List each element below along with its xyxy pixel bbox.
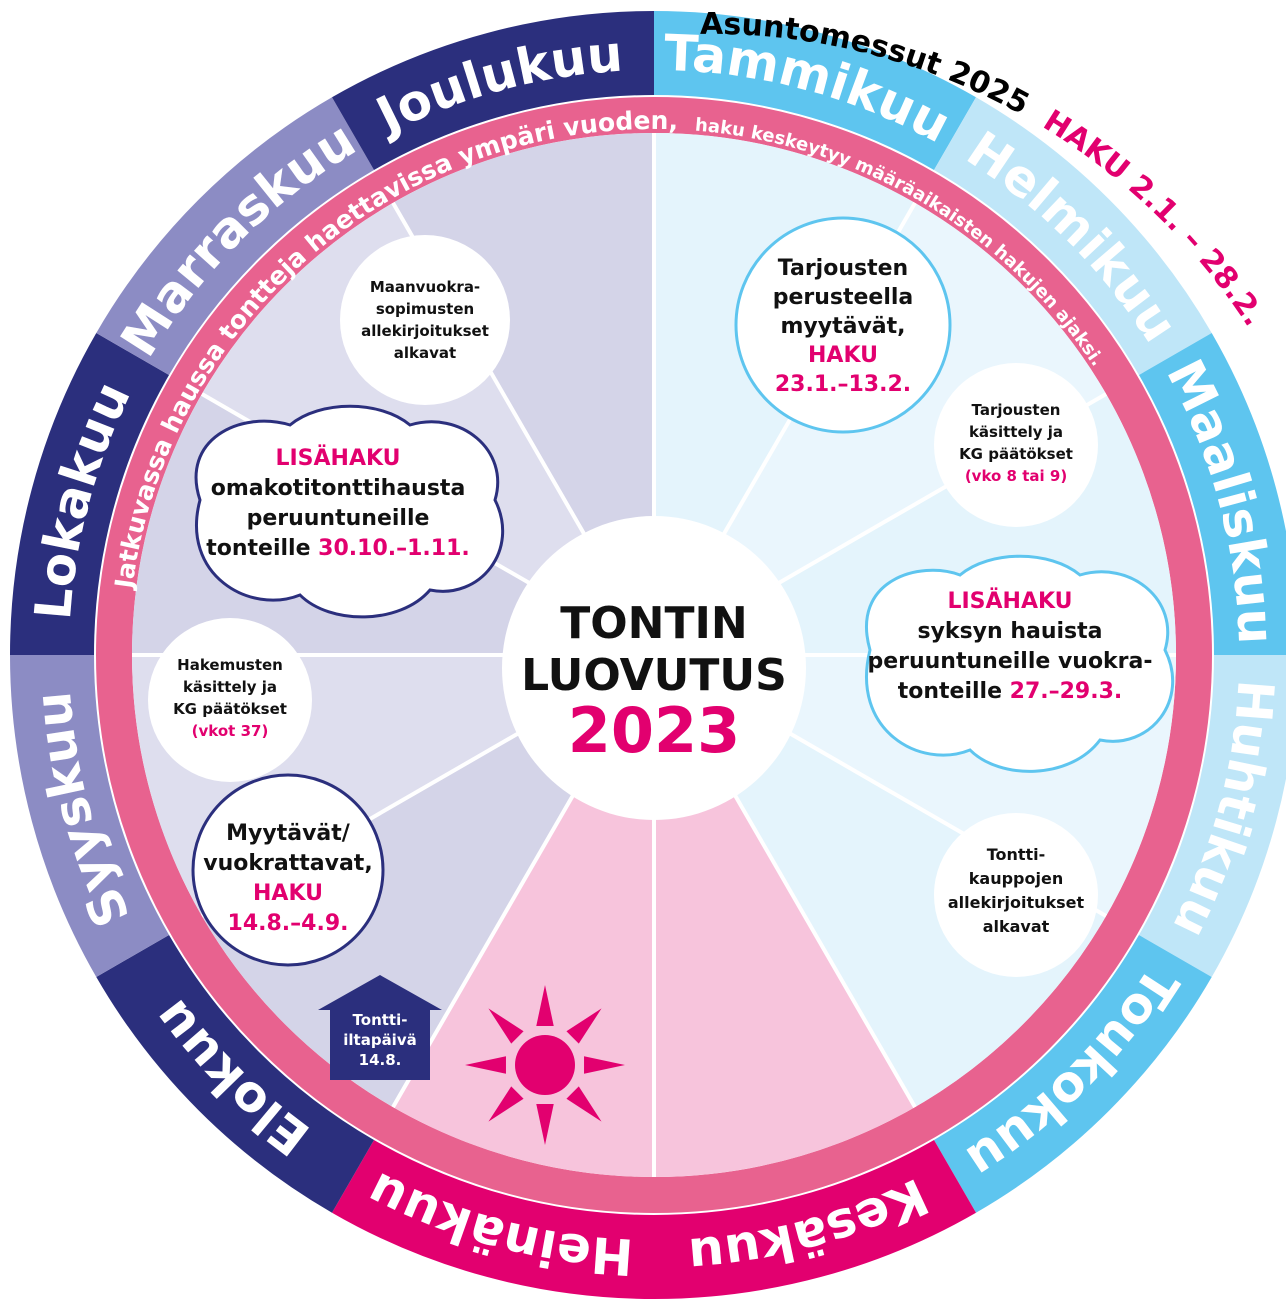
svg-text:LISÄHAKU: LISÄHAKU bbox=[275, 445, 400, 471]
svg-text:tonteille 27.–29.3.: tonteille 27.–29.3. bbox=[898, 679, 1123, 704]
month-segment-syyskuu bbox=[10, 655, 170, 977]
svg-text:Tontti-: Tontti- bbox=[987, 845, 1046, 864]
center-line2: LUOVUTUS bbox=[521, 650, 787, 701]
svg-text:Myytävät/: Myytävät/ bbox=[226, 821, 351, 846]
svg-text:LISÄHAKU: LISÄHAKU bbox=[947, 588, 1072, 614]
svg-text:myytävät,: myytävät, bbox=[780, 314, 905, 339]
sun-ray bbox=[465, 1056, 506, 1074]
sun-ray bbox=[536, 1104, 554, 1145]
month-segment-marraskuu bbox=[96, 97, 375, 376]
sun-ray bbox=[488, 1008, 524, 1044]
center-circle bbox=[502, 516, 806, 820]
sun-core bbox=[515, 1035, 575, 1095]
svg-text:23.1.–13.2.: 23.1.–13.2. bbox=[775, 372, 911, 397]
svg-text:syksyn hauista: syksyn hauista bbox=[918, 619, 1103, 644]
svg-text:Tontti-: Tontti- bbox=[353, 1011, 408, 1029]
svg-text:perusteella: perusteella bbox=[773, 285, 914, 310]
center-year: 2023 bbox=[568, 694, 741, 767]
bubble-hakemusten: Hakemusten käsittely ja KG päätökset (vk… bbox=[148, 618, 312, 782]
up-arrow-icon: Tontti- iltapäivä 14.8. bbox=[318, 975, 442, 1080]
svg-text:KG päätökset: KG päätökset bbox=[959, 445, 1073, 463]
svg-text:iltapäivä: iltapäivä bbox=[343, 1031, 416, 1049]
sun-icon bbox=[465, 985, 625, 1145]
svg-text:allekirjoitukset: allekirjoitukset bbox=[361, 322, 489, 340]
month-segment-tammikuu bbox=[654, 11, 976, 171]
bubble-myytavat: Myytävät/ vuokrattavat, HAKU 14.8.–4.9. bbox=[191, 773, 385, 967]
svg-text:Tarjousten: Tarjousten bbox=[778, 256, 908, 281]
inner-ring bbox=[96, 97, 1212, 1213]
month-segment-kesäkuu bbox=[654, 1139, 976, 1299]
svg-text:HAKU: HAKU bbox=[808, 343, 878, 368]
svg-text:Maanvuokra-: Maanvuokra- bbox=[370, 278, 480, 296]
svg-text:Tarjousten: Tarjousten bbox=[972, 401, 1061, 419]
svg-text:alkavat: alkavat bbox=[394, 344, 456, 362]
center-line1: TONTIN bbox=[560, 598, 747, 649]
sun-ray bbox=[536, 985, 554, 1026]
svg-text:14.8.–4.9.: 14.8.–4.9. bbox=[228, 911, 349, 936]
svg-text:käsittely ja: käsittely ja bbox=[183, 678, 277, 696]
svg-text:kauppojen: kauppojen bbox=[969, 869, 1063, 888]
bubble-lisahaku-syksy: LISÄHAKU omakotitonttihausta peruuntunei… bbox=[194, 404, 505, 619]
inner-sector bbox=[654, 202, 1107, 655]
svg-text:(vko 8 tai 9): (vko 8 tai 9) bbox=[965, 467, 1067, 485]
month-segment-joulukuu bbox=[332, 11, 654, 171]
month-segment-huhtikuu bbox=[1138, 655, 1286, 977]
svg-text:sopimusten: sopimusten bbox=[376, 300, 474, 318]
svg-text:omakotitonttihausta: omakotitonttihausta bbox=[211, 476, 466, 501]
sun-ray bbox=[566, 1008, 602, 1044]
svg-text:KG päätökset: KG päätökset bbox=[173, 700, 287, 718]
sun-ray bbox=[566, 1086, 602, 1122]
svg-text:tonteille 30.10.–1.11.: tonteille 30.10.–1.11. bbox=[206, 536, 470, 561]
month-segment-toukokuu bbox=[934, 935, 1212, 1213]
month-segment-lokakuu bbox=[10, 333, 170, 655]
bubble-kasittely-kevat: Tarjousten käsittely ja KG päätökset (vk… bbox=[934, 363, 1098, 527]
sun-ray bbox=[584, 1056, 625, 1074]
svg-text:HAKU: HAKU bbox=[253, 881, 323, 906]
svg-text:peruuntuneille vuokra-: peruuntuneille vuokra- bbox=[867, 649, 1152, 674]
month-segment-maaliskuu bbox=[1138, 333, 1286, 655]
svg-text:14.8.: 14.8. bbox=[359, 1051, 402, 1069]
bubble-tarjous: Tarjousten perusteella myytävät, HAKU 23… bbox=[734, 216, 952, 434]
month-segment-heinäkuu bbox=[332, 1139, 654, 1299]
svg-text:(vkot 37): (vkot 37) bbox=[192, 722, 269, 740]
bubble-tonttikaupat: Tontti- kauppojen allekirjoitukset alkav… bbox=[934, 813, 1098, 977]
bubble-lisahaku-kevat: LISÄHAKU syksyn hauista peruuntuneille v… bbox=[865, 554, 1175, 773]
month-segment-elokuu bbox=[96, 935, 375, 1213]
svg-text:allekirjoitukset: allekirjoitukset bbox=[948, 893, 1085, 912]
bubble-maanvuokra: Maanvuokra- sopimusten allekirjoitukset … bbox=[340, 235, 510, 405]
svg-text:käsittely ja: käsittely ja bbox=[969, 423, 1063, 441]
month-segment-helmikuu bbox=[934, 97, 1212, 376]
sun-ray bbox=[488, 1086, 524, 1122]
svg-text:peruuntuneille: peruuntuneille bbox=[247, 506, 430, 531]
svg-text:vuokrattavat,: vuokrattavat, bbox=[203, 851, 372, 876]
svg-text:Hakemusten: Hakemusten bbox=[177, 656, 283, 674]
svg-text:alkavat: alkavat bbox=[983, 917, 1050, 936]
month-ring bbox=[10, 11, 1286, 1299]
